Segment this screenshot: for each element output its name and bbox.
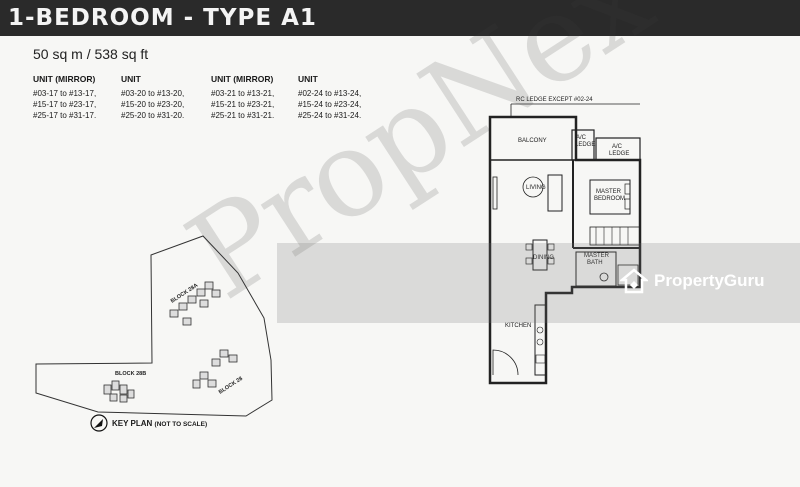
key-plan-title: KEY PLAN [112,419,153,428]
unit-column-heading: UNIT [121,74,141,84]
unit-column-heading: UNIT (MIRROR) [211,74,274,84]
unit-range: #03-20 to #13-20, [121,89,185,98]
master-bedroom-label: MASTER [596,189,622,195]
unit-column-heading: UNIT (MIRROR) [33,74,96,84]
key-plan [35,235,273,417]
unit-range: #15-24 to #23-24, [298,100,362,109]
block-28a-shape [169,281,221,326]
unit-range: #15-17 to #23-17, [33,100,97,109]
unit-range: #25-20 to #31-20. [121,111,185,120]
unit-column-2: UNIT #03-20 to #13-20, #15-20 to #23-20,… [121,74,184,121]
master-bedroom-label-b: BEDROOM [594,196,625,202]
master-bath-label: MASTER [584,253,610,259]
rc-ledge-label: RC LEDGE EXCEPT #02-24 [516,97,593,103]
page-title: 1-BEDROOM - TYPE A1 [8,5,317,31]
propertyguru-watermark: PropertyGuru [620,268,765,294]
kitchen-label: KITCHEN [505,323,531,329]
ac-ledge-label-2: A/C [612,144,623,150]
unit-column-heading: UNIT [298,74,318,84]
propertyguru-logo-icon [620,268,648,294]
block-28b-label: BLOCK 28B [115,371,146,377]
page-header: 1-BEDROOM - TYPE A1 [0,0,800,36]
ac-ledge-label-1: A/C [576,135,587,141]
site-boundary [35,235,273,417]
block-28b-shape [103,380,135,403]
unit-range: #15-21 to #23-21, [211,100,275,109]
ac-ledge-label-2b: LEDGE [609,151,629,157]
key-plan-note: (NOT TO SCALE) [154,421,208,428]
unit-column-3: UNIT (MIRROR) #03-21 to #13-21, #15-21 t… [211,74,274,121]
key-plan-label: KEY PLAN (NOT TO SCALE) [112,419,207,428]
watermark-band [277,243,800,323]
unit-column-4: UNIT #02-24 to #13-24, #15-24 to #23-24,… [298,74,361,121]
ac-ledge-label-1b: LEDGE [575,142,595,148]
dining-label: DINING [533,255,554,261]
living-label: LIVING [526,185,546,191]
floor-plan [488,103,642,385]
unit-range: #25-24 to #31-24. [298,111,362,120]
propertyguru-text: PropertyGuru [654,271,765,290]
unit-range: #15-20 to #23-20, [121,100,185,109]
unit-range: #25-17 to #31-17. [33,111,97,120]
block-28-label: BLOCK 28 [218,376,244,396]
unit-area: 50 sq m / 538 sq ft [33,46,149,62]
unit-column-1: UNIT (MIRROR) #03-17 to #13-17, #15-17 t… [33,74,96,121]
master-bath-label-b: BATH [587,260,603,266]
north-arrow-icon [90,414,108,432]
unit-range: #03-17 to #13-17, [33,89,97,98]
block-28-shape [192,349,238,389]
unit-range: #03-21 to #13-21, [211,89,275,98]
unit-range: #02-24 to #13-24, [298,89,362,98]
balcony-label: BALCONY [518,138,547,144]
unit-range: #25-21 to #31-21. [211,111,275,120]
